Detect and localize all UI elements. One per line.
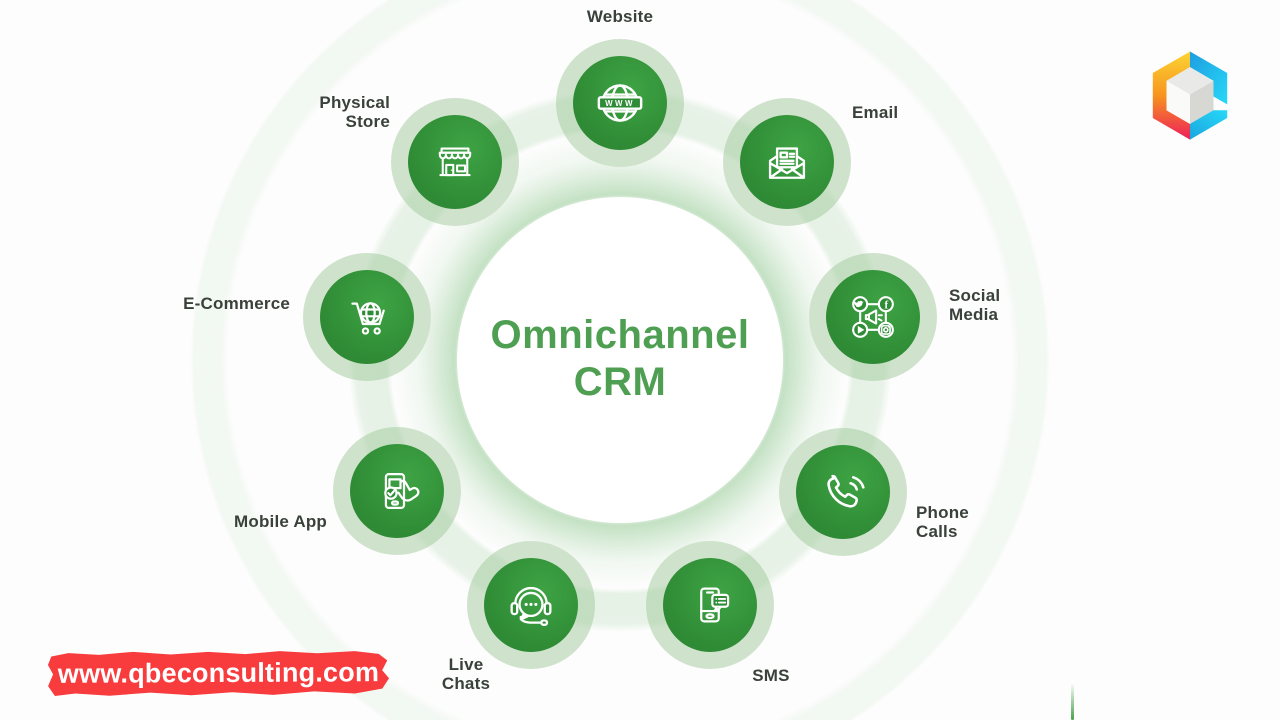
website-url-banner: www.qbeconsulting.com [48, 649, 389, 698]
brand-cube-logo [1152, 51, 1228, 140]
node-inner-circle [350, 444, 444, 538]
phone-tap-icon [384, 472, 420, 510]
channel-node-phone-calls [779, 428, 907, 556]
instagram-glyph [880, 324, 891, 335]
node-inner-circle [663, 558, 757, 652]
channel-node-website: WWW [556, 39, 684, 167]
title-line-1: Omnichannel [490, 313, 750, 357]
channel-label-website: Website [586, 7, 654, 26]
title-line-2: CRM [573, 360, 667, 404]
node-inner-circle [408, 115, 502, 209]
channel-label-sms: SMS [752, 666, 790, 685]
channel-node-e-commerce [303, 253, 431, 381]
channel-label-email: Email [852, 103, 899, 122]
channel-label-mobile-app: Mobile App [234, 512, 327, 531]
node-inner-circle: f [826, 270, 920, 364]
phone-message-icon [700, 587, 730, 623]
channel-node-physical-store [391, 98, 519, 226]
website-url-text: www.qbeconsulting.com [57, 657, 380, 689]
channel-node-sms [646, 541, 774, 669]
cart-globe-icon [351, 302, 385, 335]
headset-chat-icon [510, 587, 552, 626]
node-inner-circle [796, 445, 890, 539]
green-accent-line [1071, 683, 1074, 720]
node-inner-circle [320, 270, 414, 364]
channel-node-email [723, 98, 851, 226]
facebook-glyph: f [884, 299, 888, 311]
node-inner-circle: WWW [573, 56, 667, 150]
channel-node-live-chats [467, 541, 595, 669]
open-envelope-icon [768, 147, 806, 179]
storefront-icon [438, 147, 472, 177]
globe-www-icon: WWW [597, 84, 643, 122]
channel-node-mobile-app [333, 427, 461, 555]
node-inner-circle [740, 115, 834, 209]
social-networks-icon: f [852, 296, 894, 338]
channel-label-e-commerce: E-Commerce [183, 294, 290, 313]
svg-text:WWW: WWW [605, 99, 635, 108]
channel-node-social-media: f [809, 253, 937, 381]
page-title: Omnichannel CRM [440, 312, 800, 406]
node-inner-circle [484, 558, 578, 652]
phone-handset-icon [827, 474, 865, 508]
